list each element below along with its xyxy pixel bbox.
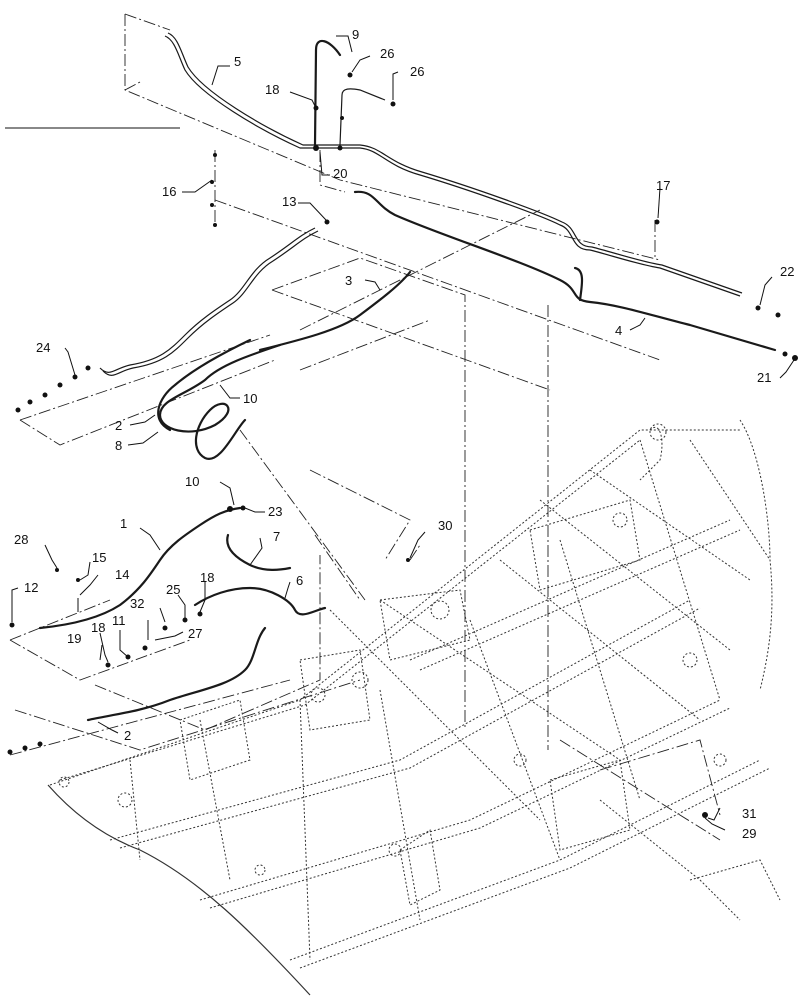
callout-17: 17 [656,178,670,193]
callout-6: 6 [296,573,303,588]
hose-9 [313,39,386,147]
callout-30: 30 [438,518,452,533]
callout-3: 3 [345,273,352,288]
callout-8: 8 [115,438,122,453]
callout-labels: 5 9 26 26 18 20 16 13 17 22 3 4 24 21 10… [14,27,794,841]
callout-20: 20 [333,166,347,181]
callout-32: 32 [130,596,144,611]
fittings [7,72,798,818]
callout-27: 27 [188,626,202,641]
tube-24 [99,227,319,376]
tube-5 [164,32,743,297]
callout-23: 23 [268,504,282,519]
callout-31: 31 [742,806,756,821]
callout-24: 24 [36,340,50,355]
callout-13: 13 [282,194,296,209]
callout-10-b: 10 [185,474,199,489]
callout-10-a: 10 [243,391,257,406]
callout-29: 29 [742,826,756,841]
callout-26-a: 26 [380,46,394,61]
callout-14: 14 [115,567,129,582]
callout-7: 7 [273,529,280,544]
callout-18-b: 18 [200,570,214,585]
callout-16: 16 [162,184,176,199]
callout-5: 5 [234,54,241,69]
implement-frame [47,419,781,996]
callout-4: 4 [615,323,622,338]
hose-1 [38,506,242,630]
hose-4 [353,190,777,352]
leader-lines [5,35,795,831]
callout-25: 25 [166,582,180,597]
hose-6 [193,586,327,616]
callout-12: 12 [24,580,38,595]
alignment-lines [9,13,721,841]
callout-28: 28 [14,532,28,547]
callout-15: 15 [92,550,106,565]
hose-cluster-2-8 [157,338,282,460]
hose-3 [258,270,412,352]
callout-11: 11 [112,613,126,628]
callout-2-b: 2 [124,728,131,743]
callout-18-a: 18 [265,82,279,97]
callout-26-b: 26 [410,64,424,79]
callout-9: 9 [352,27,359,42]
callout-21: 21 [757,370,771,385]
hose-2-lower [86,626,267,722]
callout-2-a: 2 [115,418,122,433]
callout-1: 1 [120,516,127,531]
callout-19: 19 [67,631,81,646]
callout-18-c: 18 [91,620,105,635]
callout-22: 22 [780,264,794,279]
